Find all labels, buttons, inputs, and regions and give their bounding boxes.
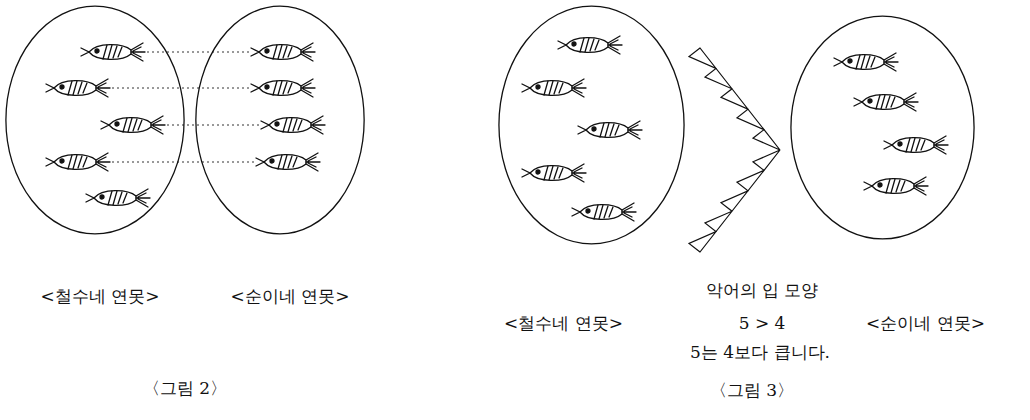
pond-caption: <순이네 연못> <box>231 286 350 306</box>
figure-caption: 〈그림 3〉 <box>710 380 794 400</box>
pond-caption: <철수네 연못> <box>504 313 623 333</box>
pond-circle: <철수네 연못> <box>5 5 185 235</box>
crocodile-mouth <box>689 48 780 252</box>
pond-caption: <순이네 연못> <box>866 313 985 333</box>
pond-circle: <순이네 연못> <box>790 15 975 240</box>
pond-outline <box>5 5 185 235</box>
fish-group <box>46 43 325 207</box>
pond-caption: <철수네 연못> <box>41 286 160 306</box>
pond-outline <box>498 5 685 245</box>
note-text: 악어의 입 모양 <box>706 280 819 300</box>
pond-ellipse <box>196 6 364 234</box>
pond-circle: <순이네 연못> <box>195 5 365 235</box>
fish-group <box>522 36 948 221</box>
pond-outline <box>790 15 975 240</box>
figure-caption: 〈그림 2〉 <box>143 378 227 398</box>
pond-ellipse <box>499 6 684 244</box>
matching-lines <box>112 52 260 162</box>
note-text: 5 > 4 <box>739 313 786 333</box>
pond-ellipse <box>791 16 974 239</box>
pond-outline <box>195 5 365 235</box>
note-text: 5는 4보다 큽니다. <box>690 342 830 362</box>
pond-circle: <철수네 연못> <box>498 5 685 245</box>
pond-ellipse <box>6 6 184 234</box>
